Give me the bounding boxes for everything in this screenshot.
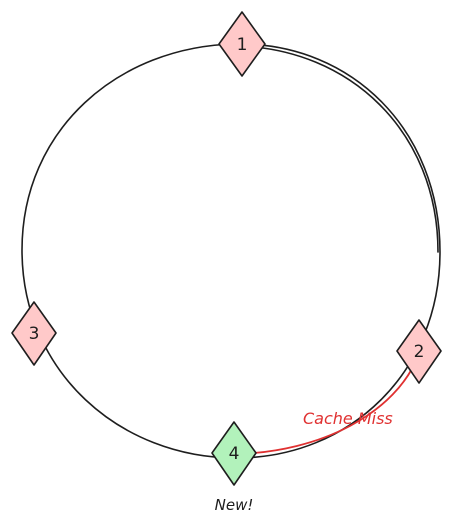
- ring-node-4: 4: [211, 421, 257, 486]
- node-4-label: 4: [229, 444, 240, 464]
- node-1-label: 1: [237, 35, 248, 55]
- node-3-diamond: [11, 301, 57, 366]
- ring-node-2: 2: [396, 319, 442, 384]
- hash-ring: [21, 43, 441, 459]
- ring-node-3: 3: [11, 301, 57, 366]
- ring-node-1: 1: [218, 11, 266, 77]
- node-2-label: 2: [414, 342, 425, 362]
- cache-miss-arrow: [235, 353, 420, 455]
- node-3-label: 3: [29, 324, 40, 344]
- cache-miss-annotation: Cache Miss: [303, 409, 393, 428]
- node-1-diamond: [218, 11, 266, 77]
- node-2-diamond: [396, 319, 442, 384]
- new-node-annotation: New!: [215, 496, 254, 514]
- node-4-diamond: [211, 421, 257, 486]
